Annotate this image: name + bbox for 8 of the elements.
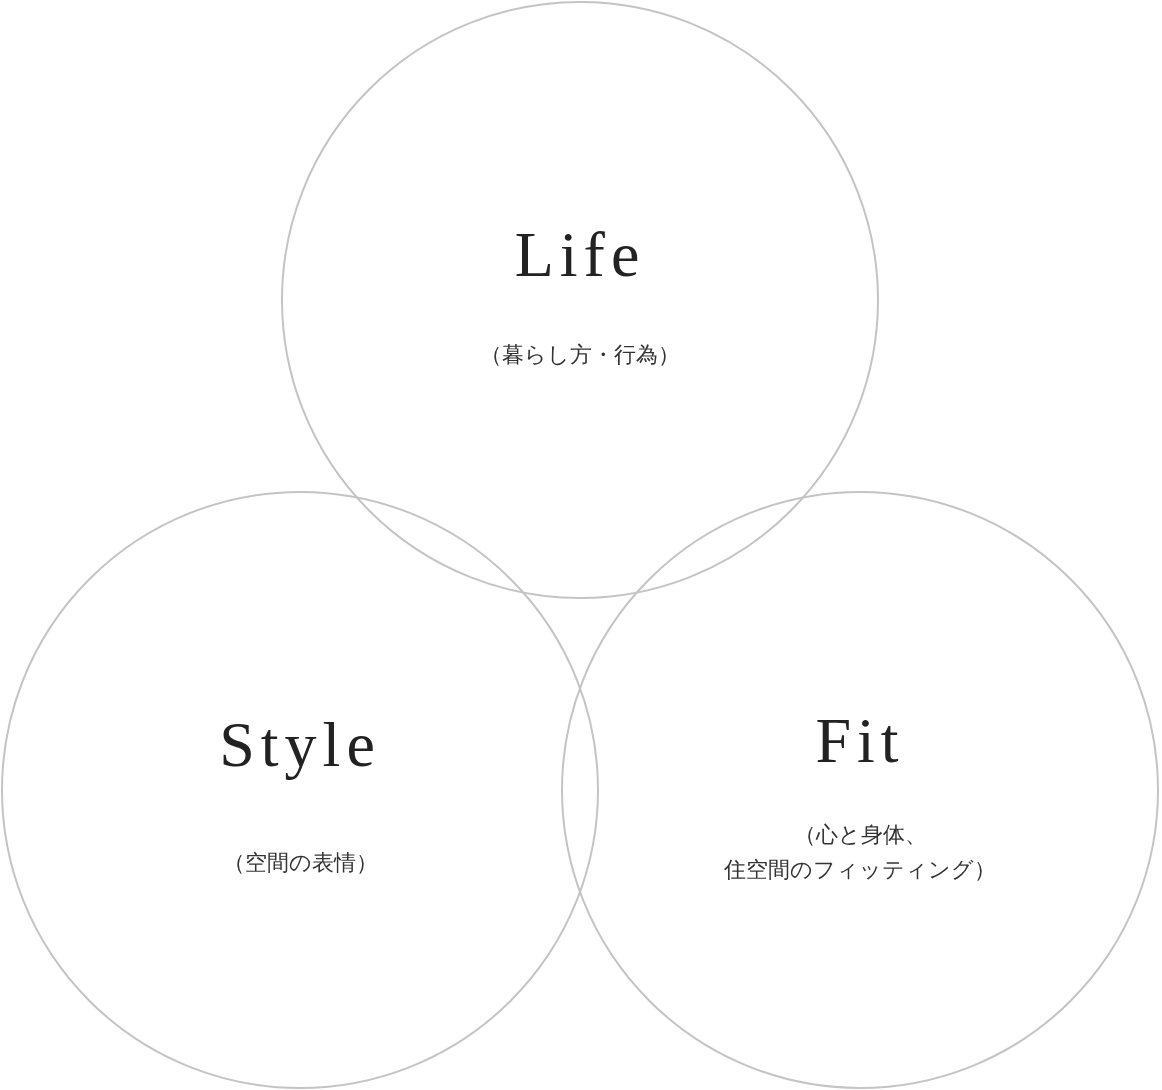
circle-subtitle: （心と身体、住空間のフィッティング） <box>723 821 997 885</box>
circle-title: Fit <box>815 709 905 773</box>
venn-circle <box>561 491 1159 1089</box>
circle-title: Life <box>514 223 646 287</box>
circle-subtitle: （暮らし方・行為） <box>480 341 680 369</box>
circle-subtitle: （空間の表情） <box>222 849 378 877</box>
venn-circle <box>281 1 879 599</box>
venn-circle <box>1 491 599 1089</box>
